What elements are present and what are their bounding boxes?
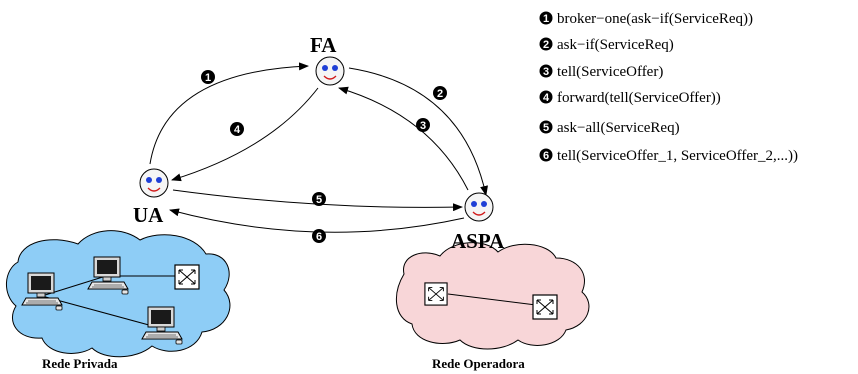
svg-text:5: 5 xyxy=(543,122,549,134)
arrow-3 xyxy=(338,86,469,191)
arrow-number-4: 4 xyxy=(230,122,244,136)
smiley-face-icon xyxy=(464,192,494,222)
svg-text:1: 1 xyxy=(543,13,549,25)
private-network-label: Rede Privada xyxy=(42,356,118,371)
arrow-numbers: 1 2 3 4 5 6 xyxy=(201,70,447,243)
svg-text:3: 3 xyxy=(420,120,426,132)
operator-network-label: Rede Operadora xyxy=(432,356,525,371)
arrow-number-5: 5 xyxy=(312,192,326,206)
agent-ua: UA xyxy=(133,168,169,227)
legend-item-2: 2 ask−if(ServiceReq) xyxy=(539,37,674,53)
svg-text:tell(ServiceOffer_1, ServiceOf: tell(ServiceOffer_1, ServiceOffer_2,...)… xyxy=(557,148,798,164)
svg-text:2: 2 xyxy=(437,88,443,100)
svg-text:4: 4 xyxy=(234,124,241,136)
svg-text:5: 5 xyxy=(316,194,322,206)
svg-text:2: 2 xyxy=(543,39,549,51)
svg-text:forward(tell(ServiceOffer)): forward(tell(ServiceOffer)) xyxy=(557,90,721,106)
arrow-number-2: 2 xyxy=(433,86,447,100)
svg-text:broker−one(ask−if(ServiceReq)): broker−one(ask−if(ServiceReq)) xyxy=(557,11,753,27)
agent-aspa-label: ASPA xyxy=(451,229,505,253)
arrow-1 xyxy=(149,62,309,165)
svg-text:ask−all(ServiceReq): ask−all(ServiceReq) xyxy=(557,120,680,136)
svg-text:4: 4 xyxy=(543,92,550,104)
svg-text:ask−if(ServiceReq): ask−if(ServiceReq) xyxy=(557,37,674,53)
smiley-face-icon xyxy=(315,56,345,86)
legend-item-6: 6 tell(ServiceOffer_1, ServiceOffer_2,..… xyxy=(539,148,798,164)
arrow-4 xyxy=(171,87,319,182)
private-network xyxy=(6,230,231,358)
legend-item-1: 1 broker−one(ask−if(ServiceReq)) xyxy=(539,11,753,27)
legend-item-4: 4 forward(tell(ServiceOffer)) xyxy=(539,90,721,106)
svg-text:6: 6 xyxy=(316,231,322,243)
svg-text:3: 3 xyxy=(543,66,549,78)
smiley-face-icon xyxy=(139,168,169,198)
switch-icon xyxy=(174,264,200,290)
legend-item-3: 3 tell(ServiceOffer) xyxy=(539,64,663,80)
switch-icon xyxy=(424,282,448,306)
agent-ua-label: UA xyxy=(133,203,164,227)
operator-network-cloud xyxy=(395,242,590,350)
arrow-2 xyxy=(348,67,488,196)
svg-text:1: 1 xyxy=(205,72,211,84)
switch-icon xyxy=(532,294,558,320)
legend-item-5: 5 ask−all(ServiceReq) xyxy=(539,120,680,136)
svg-text:tell(ServiceOffer): tell(ServiceOffer) xyxy=(557,64,663,80)
message-legend: 1 broker−one(ask−if(ServiceReq)) 2 ask−i… xyxy=(539,11,798,164)
arrow-number-6: 6 xyxy=(312,229,326,243)
agent-fa-label: FA xyxy=(310,33,337,57)
arrow-6 xyxy=(169,208,465,233)
operator-network xyxy=(395,242,590,350)
arrow-number-3: 3 xyxy=(416,118,430,132)
svg-text:6: 6 xyxy=(543,150,549,162)
agent-fa: FA xyxy=(310,33,345,86)
arrow-number-1: 1 xyxy=(201,70,215,84)
agent-aspa: ASPA xyxy=(451,192,505,253)
